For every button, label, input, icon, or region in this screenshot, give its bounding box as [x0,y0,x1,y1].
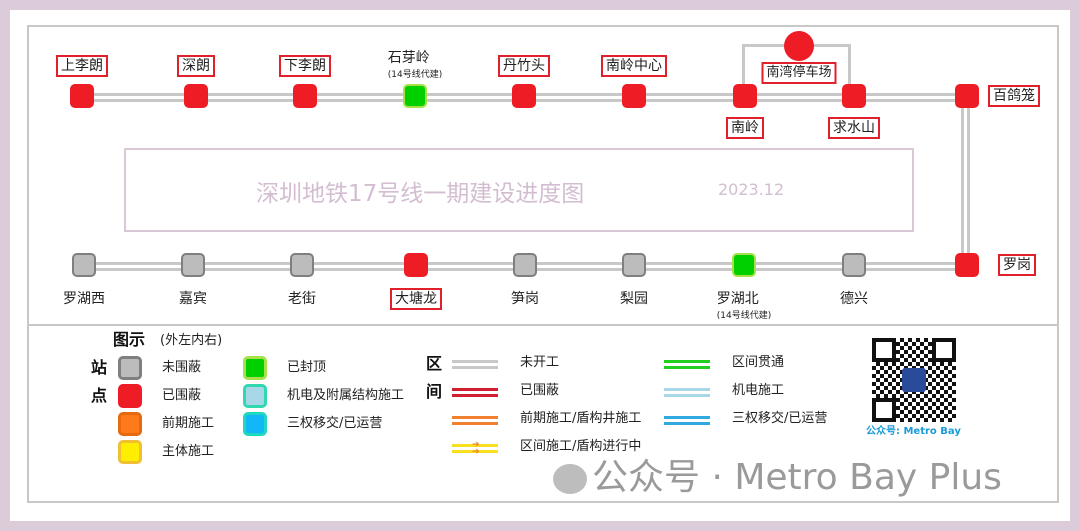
legend-station-swatch [243,356,267,380]
legend-station-swatch [118,356,142,380]
legend-station-swatch [118,440,142,464]
legend-section-label: 区间贯通 [732,355,785,370]
arrow-icon: ➔➔ [472,440,480,457]
station-label: 德兴 [840,291,868,307]
station-label: 深朗 [177,55,215,77]
title-box: 深圳地铁17号线一期建设进度图 2023.12 [124,148,914,232]
station-label: 梨园 [620,291,648,307]
station-marker[interactable] [181,253,205,277]
station-marker[interactable] [512,84,536,108]
legend-subtitle: (外左内右) [160,333,223,348]
station-marker[interactable] [622,253,646,277]
station-marker[interactable] [955,253,979,277]
legend-station-swatch [118,412,142,436]
legend-section-label: 机电施工 [732,383,785,398]
station-label: 上李朗 [56,55,108,77]
legend-station-label: 已围蔽 [162,388,202,403]
legend-station-label: 站 [91,358,108,377]
legend-section-line [452,416,498,425]
divider [27,324,1057,326]
legend-section-label: 前期施工/盾构井施工 [520,411,642,426]
station-label: 大塘龙 [390,288,442,310]
station-label: 罗湖西 [63,291,105,307]
station-label: 求水山 [828,117,880,139]
legend-section-line [664,360,710,369]
station-label: 老街 [288,291,316,307]
legend-station-swatch [118,384,142,408]
legend-section-label: 未开工 [520,355,560,370]
station-label: 下李朗 [279,55,331,77]
legend-section-label-2: 间 [426,382,443,401]
legend-station-label-2: 点 [91,386,108,405]
station-marker[interactable] [70,84,94,108]
station-marker[interactable] [290,253,314,277]
legend-station-label: 前期施工 [162,416,215,431]
diagram-date: 2023.12 [718,180,785,199]
station-marker[interactable] [622,84,646,108]
wechat-icon [553,464,587,494]
legend-station-label: 已封顶 [287,360,327,375]
legend-section-line [664,416,710,425]
legend-station-swatch [243,412,267,436]
station-marker[interactable] [404,253,428,277]
qr-caption: 公众号: Metro Bay [866,426,961,437]
station-label: 百鸽笼 [988,85,1040,107]
station-marker[interactable] [842,84,866,108]
legend-section-line [452,388,498,397]
station-label: 罗湖北(14号线代建) [716,291,772,321]
legend-section-line [664,388,710,397]
station-marker[interactable] [732,253,756,277]
station-marker[interactable] [842,253,866,277]
legend-section-label: 已围蔽 [520,383,560,398]
station-label: 南岭 [726,117,764,139]
legend-section-line [452,444,498,453]
station-marker[interactable] [733,84,757,108]
station-label: 嘉宾 [179,291,207,307]
legend-section-label: 区 [426,354,443,373]
station-marker[interactable] [403,84,427,108]
station-marker[interactable] [293,84,317,108]
legend-station-label: 三权移交/已运营 [287,416,383,431]
station-label: 笋岗 [511,291,539,307]
legend-station-label: 未围蔽 [162,360,202,375]
station-marker[interactable] [955,84,979,108]
station-label: 南岭中心 [601,55,667,77]
diagram-title: 深圳地铁17号线一期建设进度图 [256,181,585,207]
right-track [961,96,970,265]
qr-code [872,338,956,422]
legend-station-label: 主体施工 [162,444,215,459]
legend-station-label: 机电及附属结构施工 [287,388,405,403]
legend-title: 图示 [113,330,146,349]
legend-section-line [452,360,498,369]
station-note: (14号线代建) [716,311,772,321]
depot-icon [784,31,814,61]
depot-label: 南湾停车场 [761,62,837,84]
watermark: 公众号 · Metro Bay Plus [592,457,1002,498]
station-label: 罗岗 [998,254,1036,276]
station-label: 石芽岭(14号线代建) [387,50,443,80]
station-marker[interactable] [513,253,537,277]
legend-station-swatch [243,384,267,408]
station-label: 丹竹头 [498,55,550,77]
legend-section-label: 区间施工/盾构进行中 [520,439,642,454]
legend-section-label: 三权移交/已运营 [732,411,828,426]
station-marker[interactable] [72,253,96,277]
station-marker[interactable] [184,84,208,108]
station-note: (14号线代建) [387,70,443,80]
